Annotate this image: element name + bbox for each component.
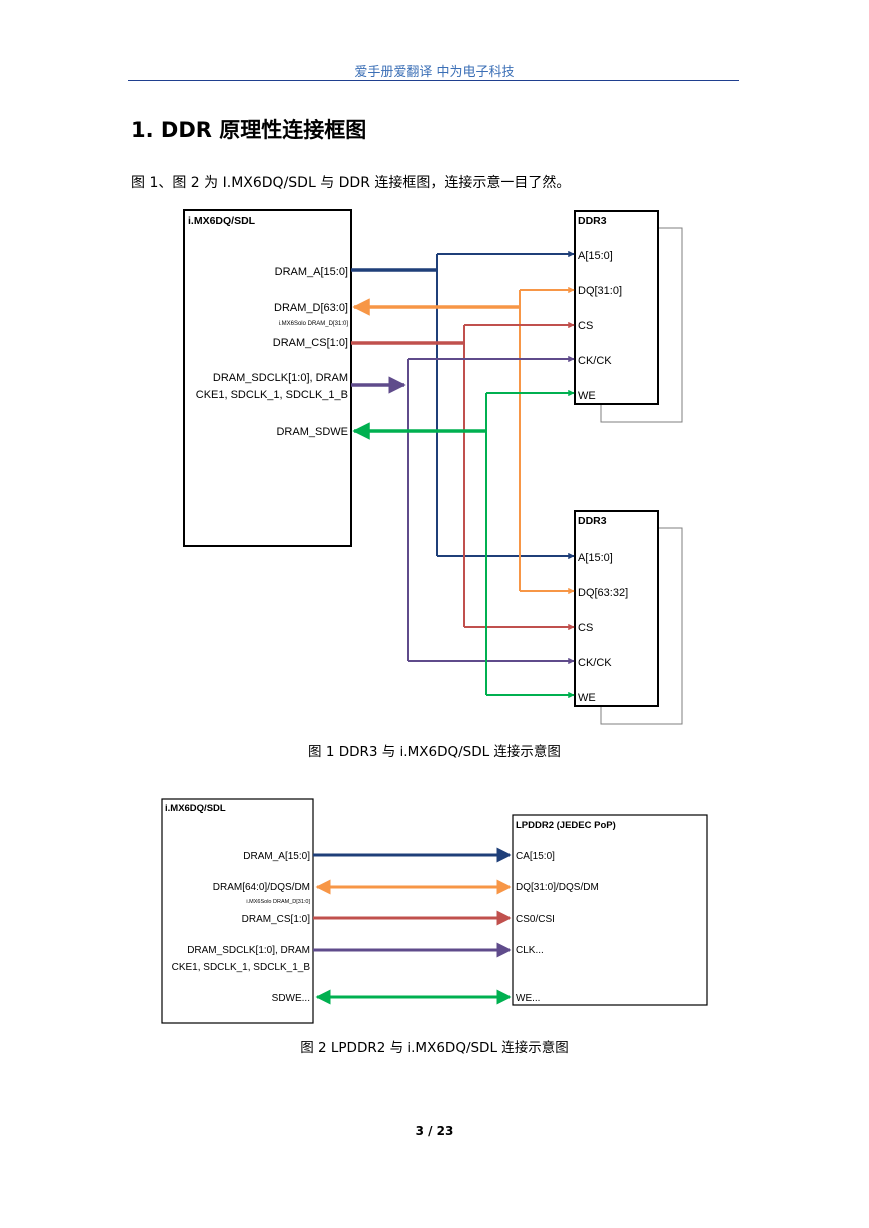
intro-paragraph: 图 1、图 2 为 I.MX6DQ/SDL 与 DDR 连接框图，连接示意一目了… [131, 175, 571, 191]
fig2-soc-we-label: SDWE... [272, 993, 310, 1004]
fig1-ddr-top-pin-cs: CS [578, 320, 593, 332]
fig1-ddr-top-pin-ck: CK/CK [578, 355, 612, 367]
fig1-ddr-bottom-title: DDR3 [578, 515, 607, 527]
fig1-ddr-top-title: DDR3 [578, 215, 607, 227]
fig2-lpddr2-pin-dq: DQ[31:0]/DQS/DM [516, 882, 599, 893]
fig1-soc-data-label: DRAM_D[63:0] [274, 302, 348, 314]
fig1-we-bus [352, 389, 575, 699]
fig1-soc-data-note: i.MX6Solo DRAM_D[31:0] [279, 321, 349, 327]
header-rule [128, 80, 739, 81]
fig1-soc-title: i.MX6DQ/SDL [188, 215, 256, 227]
page-header-text: 爱手册爱翻译 中为电子科技 [354, 65, 515, 80]
fig1-address-bus [351, 250, 575, 560]
figure2-caption: 图 2 LPDDR2 与 i.MX6DQ/SDL 连接示意图 [300, 1040, 569, 1056]
fig2-lpddr2-pin-clk: CLK... [516, 945, 544, 956]
fig2-soc-cs-label: DRAM_CS[1:0] [242, 914, 311, 925]
fig1-ddr-top-box [574, 210, 659, 405]
fig1-ddr-bottom-box [574, 510, 659, 707]
fig1-soc-we-label: DRAM_SDWE [276, 426, 348, 438]
fig1-soc-addr-label: DRAM_A[15:0] [275, 266, 348, 278]
fig2-lpddr2-title: LPDDR2 (JEDEC PoP) [516, 820, 616, 831]
fig2-lpddr2-pin-ca: CA[15:0] [516, 851, 555, 862]
fig1-ddr-bottom-pin-cs: CS [578, 622, 593, 634]
fig2-soc-data-label: DRAM[64:0]/DQS/DM [213, 882, 310, 893]
fig1-soc-box [183, 209, 352, 547]
fig2-soc-clk-label-1: DRAM_SDCLK[1:0], DRAM [187, 945, 310, 956]
fig2-soc-addr-label: DRAM_A[15:0] [243, 851, 310, 862]
fig1-ddr-top-pin-a: A[15:0] [578, 250, 613, 262]
fig2-soc-title: i.MX6DQ/SDL [165, 803, 226, 814]
fig1-ddr-top-pin-we: WE [578, 390, 596, 402]
fig1-ddr-bottom-pin-we: WE [578, 692, 596, 704]
fig2-soc-data-note: i.MX6Solo DRAM_D[31:0] [246, 899, 310, 905]
fig1-soc-cs-label: DRAM_CS[1:0] [273, 337, 348, 349]
fig1-soc-clk-label-1: DRAM_SDCLK[1:0], DRAM [213, 372, 348, 384]
fig1-clock-bus [351, 355, 575, 665]
fig1-ddr-top-pin-dq: DQ[31:0] [578, 285, 622, 297]
fig2-soc-clk-label-2: CKE1, SDCLK_1, SDCLK_1_B [172, 962, 311, 973]
fig1-cs-bus [351, 321, 575, 631]
fig1-ddr-bottom-pin-dq: DQ[63:32] [578, 587, 628, 599]
fig1-data-bus [352, 286, 575, 595]
fig2-lpddr2-pin-we: WE... [516, 993, 540, 1004]
figure1-caption: 图 1 DDR3 与 i.MX6DQ/SDL 连接示意图 [308, 744, 561, 760]
fig1-ddr-bottom-pin-ck: CK/CK [578, 657, 612, 669]
section-heading: 1. DDR 原理性连接框图 [131, 118, 367, 142]
page-number: 3 / 23 [415, 1124, 454, 1138]
fig1-ddr-bottom-pin-a: A[15:0] [578, 552, 613, 564]
fig1-soc-clk-label-2: CKE1, SDCLK_1, SDCLK_1_B [196, 389, 348, 401]
fig2-lpddr2-box [512, 814, 708, 1006]
fig2-lpddr2-pin-cs: CS0/CSI [516, 914, 555, 925]
fig2-soc-box [161, 798, 314, 1024]
